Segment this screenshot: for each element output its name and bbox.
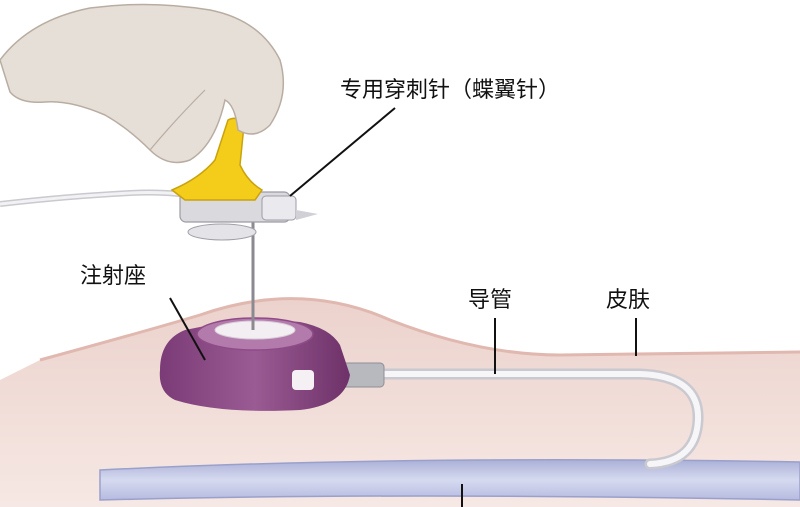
- needle-hub-tip: [296, 210, 318, 220]
- leader-port: [169, 297, 206, 361]
- leader-needle: [289, 107, 396, 197]
- port-window: [292, 370, 314, 390]
- label-needle: 专用穿刺针（蝶翼针）: [340, 78, 561, 103]
- skin-surface: [39, 297, 800, 362]
- port-septum: [214, 320, 296, 340]
- needle-base-wing: [187, 223, 257, 241]
- finger-crease: [149, 89, 206, 151]
- blood-vessel: [99, 459, 800, 501]
- label-port: 注射座: [80, 264, 147, 289]
- label-skin: 皮肤: [606, 288, 651, 313]
- hand-fingers: [0, 3, 285, 164]
- needle-hub-cap: [261, 195, 297, 221]
- catheter-tube-highlight: [377, 371, 702, 467]
- label-catheter: 导管: [468, 288, 513, 313]
